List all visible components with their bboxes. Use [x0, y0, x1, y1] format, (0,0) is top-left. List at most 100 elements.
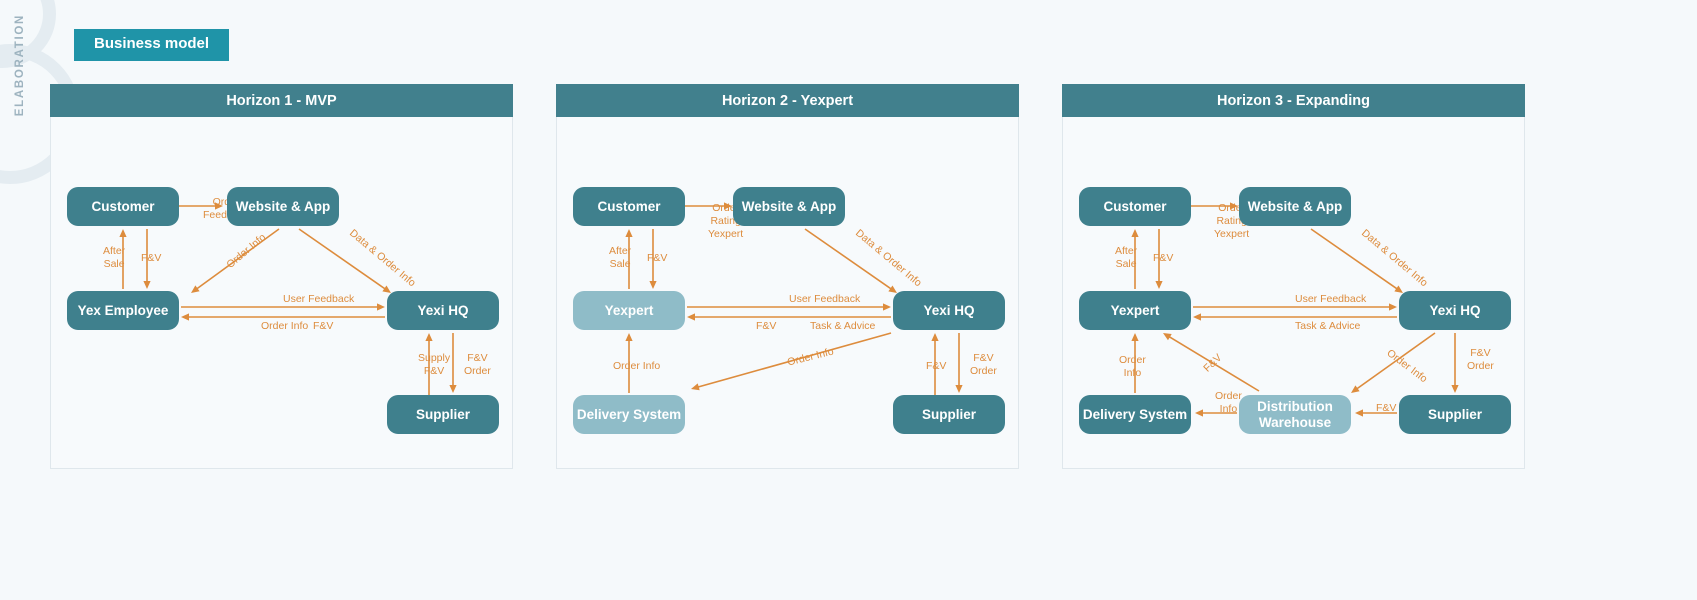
- node-supplier[interactable]: Supplier: [1399, 395, 1511, 434]
- flow-arrow: [1155, 229, 1163, 289]
- flow-arrow: [181, 303, 385, 311]
- node-label: Website & App: [1247, 198, 1343, 214]
- edge-label: F&V: [1376, 402, 1397, 414]
- node-label: Website & App: [235, 198, 331, 214]
- horizon-panel-3: Horizon 3 - Expanding Order Rating Yexpe…: [1062, 84, 1525, 469]
- flow-arrow: [119, 229, 127, 289]
- flow-arrow: [449, 333, 457, 393]
- horizon-panel-2: Horizon 2 - Yexpert Order Rating Yexpert…: [556, 84, 1019, 469]
- business-model-badge: Business model: [74, 29, 230, 61]
- node-label: Yexpert: [604, 302, 654, 318]
- edge-label: After Sale: [103, 245, 126, 271]
- edge-label: Order Info: [261, 320, 309, 332]
- node-label: Delivery System: [576, 406, 682, 422]
- flow-arrow: [181, 313, 385, 321]
- node-yexpert[interactable]: Yexpert: [1079, 291, 1191, 330]
- flow-arrow: [1355, 409, 1397, 417]
- edge-label: F&V Order: [970, 352, 997, 378]
- edge-label: F&V: [1153, 252, 1174, 264]
- node-website[interactable]: Website & App: [1239, 187, 1351, 226]
- flow-arrow: [691, 332, 892, 391]
- node-label: Yex Employee: [77, 302, 169, 318]
- node-warehouse[interactable]: Distribution Warehouse: [1239, 395, 1351, 434]
- flow-arrow: [955, 333, 963, 393]
- edge-label: Order Info: [613, 360, 661, 372]
- horizon-panel-1: Horizon 1 - MVP Order FeedbackAfter Sale…: [50, 84, 513, 469]
- edge-label: Supply F&V: [418, 352, 451, 378]
- edge-label: F&V: [313, 320, 334, 332]
- edge-label: F&V Order: [1467, 347, 1494, 373]
- node-label: Supplier: [921, 406, 976, 422]
- node-customer[interactable]: Customer: [67, 187, 179, 226]
- node-label: Yexi HQ: [1429, 302, 1481, 318]
- panel-title-2: Horizon 2 - Yexpert: [556, 84, 1019, 117]
- edge-label: User Feedback: [1295, 293, 1367, 305]
- node-hq[interactable]: Yexi HQ: [893, 291, 1005, 330]
- node-customer[interactable]: Customer: [1079, 187, 1191, 226]
- edge-label: F&V: [756, 320, 777, 332]
- flow-arrow: [687, 313, 891, 321]
- node-delivery[interactable]: Delivery System: [573, 395, 685, 434]
- flow-arrow: [1131, 333, 1139, 393]
- node-label: Supplier: [415, 406, 470, 422]
- edge-label: F&V: [647, 252, 668, 264]
- flow-arrow: [298, 228, 391, 293]
- flow-arrow: [1195, 409, 1237, 417]
- section-side-label: ELABORATION: [14, 14, 26, 117]
- edge-label: F&V: [926, 360, 947, 372]
- arrow-layer: [119, 202, 457, 395]
- edge-label: After Sale: [609, 245, 632, 271]
- node-label: Supplier: [1427, 406, 1482, 422]
- edge-label: Order Info: [1215, 390, 1242, 416]
- arrow-layer: [1131, 202, 1459, 417]
- edge-label: Task & Advice: [1295, 320, 1361, 332]
- node-yexpert[interactable]: Yexpert: [573, 291, 685, 330]
- edge-label: Order Info: [1119, 354, 1146, 380]
- node-label: Distribution Warehouse: [1257, 398, 1333, 430]
- flow-arrow: [931, 333, 939, 395]
- flow-arrow: [804, 228, 897, 293]
- node-label: Delivery System: [1082, 406, 1188, 422]
- node-label: Website & App: [741, 198, 837, 214]
- flow-arrow: [1351, 332, 1436, 393]
- edge-label: User Feedback: [283, 293, 355, 305]
- node-employee[interactable]: Yex Employee: [67, 291, 179, 330]
- edge-label: Task & Advice: [810, 320, 876, 332]
- edge-label: F&V: [141, 252, 162, 264]
- node-label: Yexi HQ: [923, 302, 975, 318]
- flow-arrow: [685, 202, 732, 210]
- node-supplier[interactable]: Supplier: [893, 395, 1005, 434]
- flow-arrow: [625, 229, 633, 289]
- edge-label: Order Rating Yexpert: [1214, 202, 1250, 241]
- node-customer[interactable]: Customer: [573, 187, 685, 226]
- flow-arrow: [425, 333, 433, 395]
- panel-title-3: Horizon 3 - Expanding: [1062, 84, 1525, 117]
- flow-arrow: [1131, 229, 1139, 289]
- flow-arrow: [1310, 228, 1403, 293]
- flow-arrow: [191, 228, 280, 293]
- node-hq[interactable]: Yexi HQ: [1399, 291, 1511, 330]
- node-label: Customer: [91, 198, 155, 214]
- node-label: Customer: [1103, 198, 1167, 214]
- flow-arrow: [687, 303, 891, 311]
- node-supplier[interactable]: Supplier: [387, 395, 499, 434]
- node-website[interactable]: Website & App: [733, 187, 845, 226]
- flow-arrow: [179, 202, 223, 210]
- flow-arrow: [625, 333, 633, 393]
- arrow-layer: [625, 202, 963, 395]
- node-website[interactable]: Website & App: [227, 187, 339, 226]
- flow-arrow: [1193, 303, 1397, 311]
- flow-arrow: [1163, 333, 1260, 392]
- flow-arrow: [143, 229, 151, 289]
- node-hq[interactable]: Yexi HQ: [387, 291, 499, 330]
- edge-label: F&V Order: [464, 352, 491, 378]
- flow-arrow: [1193, 313, 1397, 321]
- node-label: Yexi HQ: [417, 302, 469, 318]
- flow-arrow: [1191, 202, 1238, 210]
- flow-arrow: [1451, 333, 1459, 393]
- node-delivery[interactable]: Delivery System: [1079, 395, 1191, 434]
